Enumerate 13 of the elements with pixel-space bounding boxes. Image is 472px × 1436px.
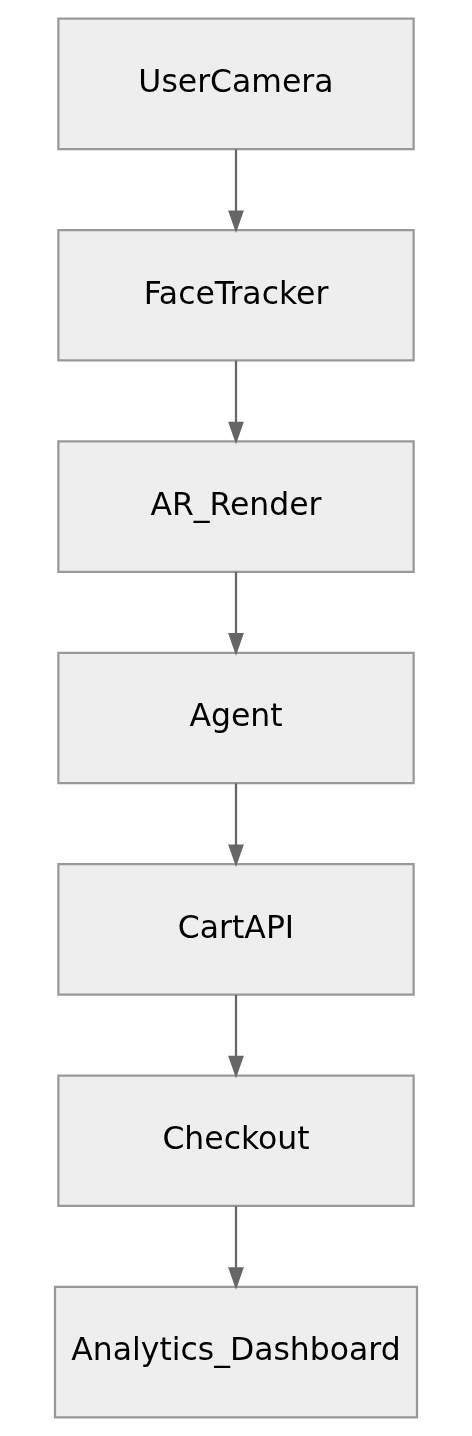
node-box: UserCamera bbox=[57, 17, 415, 151]
node-box: CartAPI bbox=[57, 863, 415, 996]
node-box: Checkout bbox=[57, 1074, 415, 1208]
arrow bbox=[228, 360, 244, 445]
node-box: Agent bbox=[57, 651, 415, 785]
arrow bbox=[228, 994, 244, 1079]
node-box: AR_Render bbox=[57, 440, 415, 573]
arrow bbox=[228, 149, 244, 233]
arrow bbox=[228, 783, 244, 867]
arrow bbox=[228, 572, 244, 656]
node-box: Analytics_Dashboard bbox=[53, 1285, 419, 1419]
arrow bbox=[228, 1206, 244, 1290]
node-box: FaceTracker bbox=[57, 228, 415, 362]
